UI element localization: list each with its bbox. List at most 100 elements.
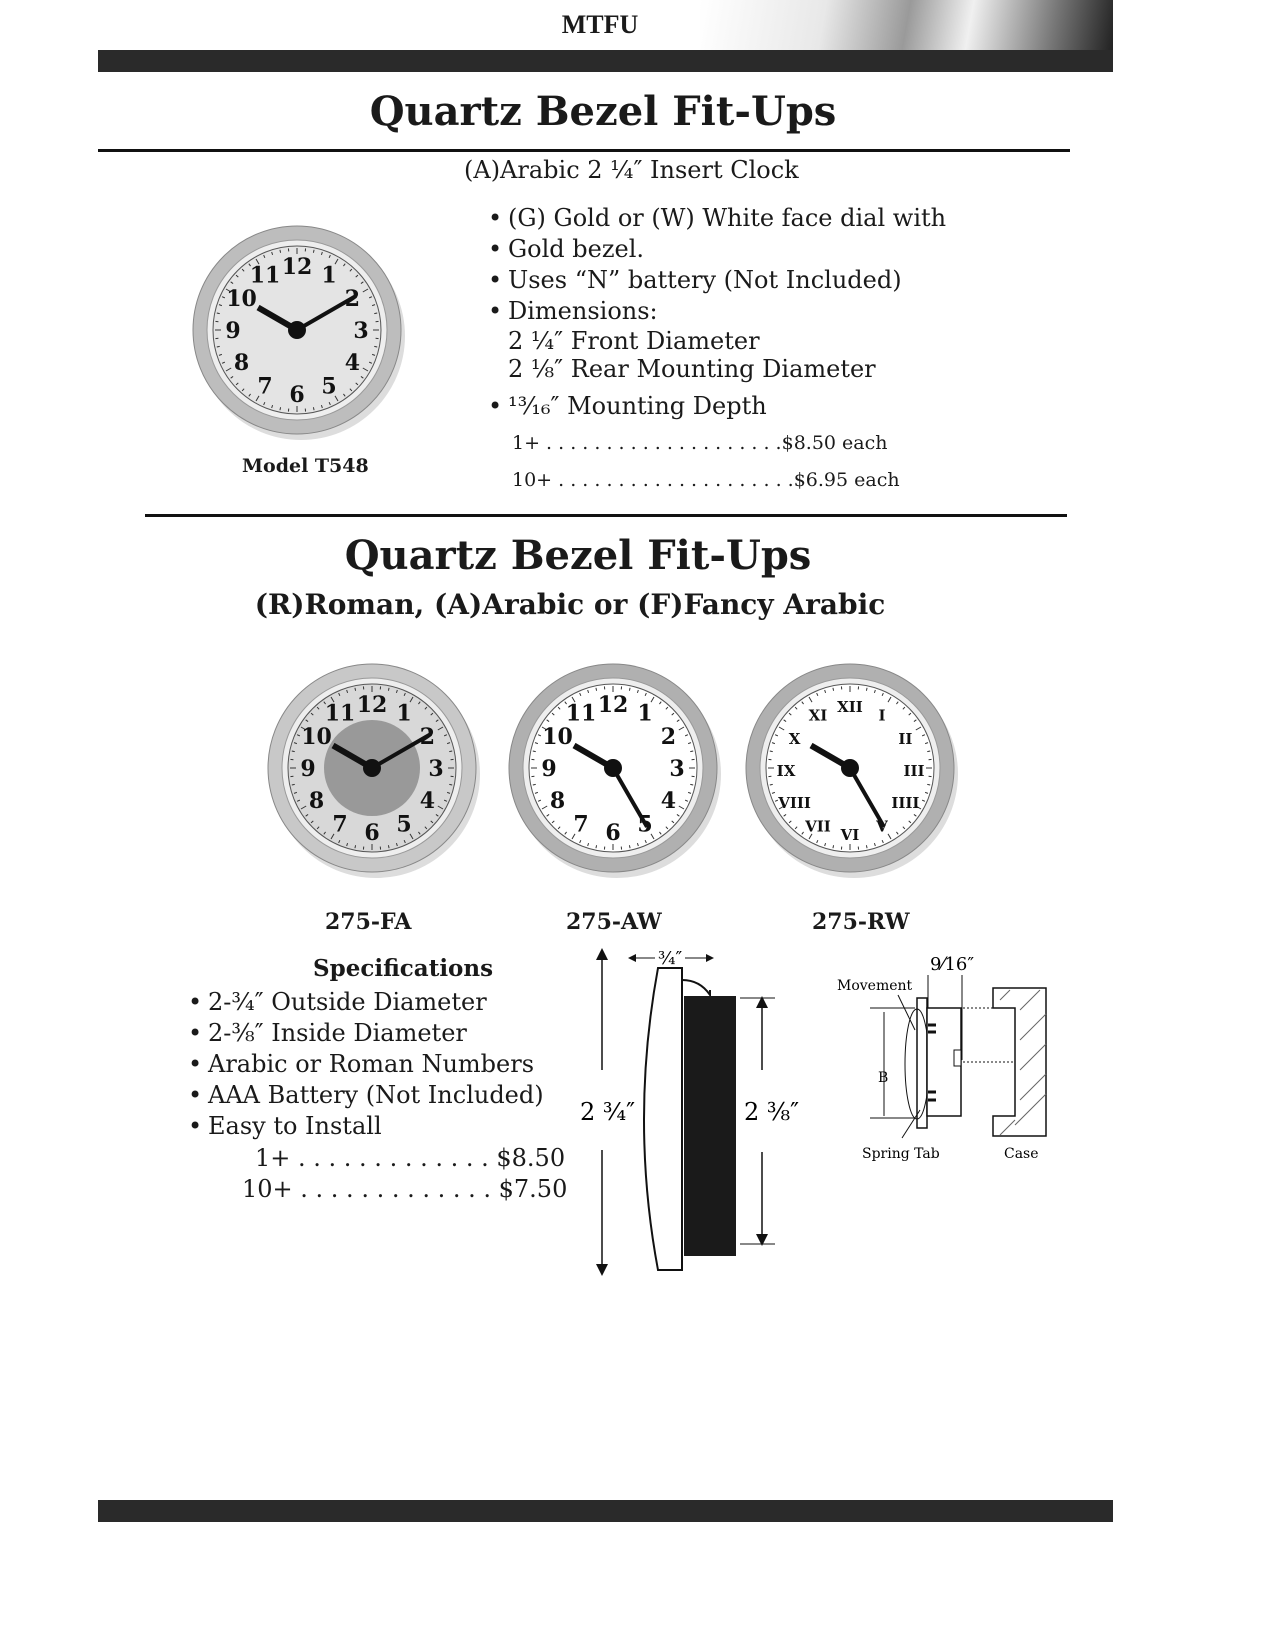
section1-subtitle: (A)Arabic 2 ¼″ Insert Clock — [464, 156, 799, 184]
clock-numeral: 6 — [605, 820, 620, 846]
movement-label: Movement — [837, 978, 913, 994]
clock-numeral: 3 — [428, 756, 443, 782]
clock-image-275-rw: XIIIIIIIIIIIIVVIVIIVIIIIXXXI — [745, 663, 958, 878]
price-qty: 1+ — [512, 432, 541, 454]
feature-item: ¹³⁄₁₆″ Mounting Depth — [488, 391, 946, 422]
clock-numeral: 10 — [226, 286, 257, 312]
divider — [98, 149, 1070, 152]
minute-hand — [370, 732, 432, 770]
clock-numeral: 1 — [321, 263, 336, 289]
brand-name: MTFU — [561, 10, 639, 39]
section2-title: Quartz Bezel Fit-Ups — [344, 532, 812, 579]
clock-numeral: VIII — [777, 794, 811, 812]
clock-numeral: 2 — [661, 724, 676, 750]
clock-numeral: 8 — [234, 350, 249, 376]
spec-item: Easy to Install — [188, 1111, 544, 1142]
clock-numeral: 8 — [550, 788, 565, 814]
model-label: 275-AW — [566, 909, 662, 935]
clock-image-275-aw: 121234567891011 — [508, 663, 721, 878]
clock-numeral: IX — [777, 762, 796, 780]
bezel-dimension-diagram: 2 ¾″ 2 ⅜″ ¾″ — [580, 948, 799, 1276]
clock-numeral: XII — [837, 698, 863, 716]
price-qty: 1+ — [255, 1144, 291, 1172]
depth-label: 9⁄16″ — [930, 954, 974, 975]
feature-item: Dimensions: — [488, 296, 946, 327]
clock-numeral: 6 — [289, 382, 304, 408]
clock-numeral: 8 — [309, 788, 324, 814]
clock-numeral: 12 — [357, 692, 388, 718]
dimension-item: 2 ⅛″ Rear Mounting Diameter — [508, 355, 876, 383]
clock-numeral: 7 — [332, 811, 347, 837]
clock-numeral: 6 — [364, 820, 379, 846]
clock-numeral: 3 — [353, 318, 368, 344]
clock-numeral: 11 — [250, 263, 281, 289]
clock-numeral: 9 — [225, 318, 240, 344]
feature-item: Gold bezel. — [488, 234, 946, 265]
clock-numeral: IIII — [891, 794, 919, 812]
clock-image-275-fa: 121234567891011 — [267, 663, 480, 878]
clock-numeral: 12 — [598, 692, 629, 718]
clock-numeral: 3 — [669, 756, 684, 782]
price-value: $8.50 each — [781, 432, 888, 454]
clock-numeral: VI — [840, 826, 860, 844]
clock-numeral: X — [789, 730, 801, 748]
feature-item: (G) Gold or (W) White face dial with — [488, 203, 946, 234]
clock-numeral: 4 — [420, 788, 435, 814]
clock-numeral: I — [878, 707, 885, 725]
clock-numeral: 5 — [396, 811, 411, 837]
feature-list: (G) Gold or (W) White face dial with Gol… — [488, 203, 946, 422]
minute-hand — [295, 294, 357, 332]
clock-numeral: 7 — [257, 373, 272, 399]
clock-numeral: 10 — [301, 724, 332, 750]
price-value: $6.95 each — [793, 469, 900, 491]
clock-numeral: 4 — [661, 788, 676, 814]
clock-numeral: 10 — [542, 724, 573, 750]
section2-subtitle: (R)Roman, (A)Arabic or (F)Fancy Arabic — [254, 588, 886, 621]
clock-numeral: 9 — [300, 756, 315, 782]
clock-numeral: 11 — [325, 701, 356, 727]
inner-diameter-label: 2 ⅜″ — [744, 1098, 799, 1126]
model-label: 275-RW — [812, 909, 910, 935]
clock-numeral: VII — [804, 817, 831, 835]
spec-item: AAA Battery (Not Included) — [188, 1080, 544, 1111]
case-label: Case — [1004, 1146, 1039, 1162]
price-row: 1+ . . . . . . . . . . . . . . . . . . .… — [512, 432, 888, 454]
clock-numeral: 1 — [637, 701, 652, 727]
spec-item: Arabic or Roman Numbers — [188, 1049, 544, 1080]
price-value: $8.50 — [496, 1144, 566, 1172]
price-dots: . . . . . . . . . . . . . — [290, 1144, 497, 1172]
minute-hand — [848, 766, 886, 828]
dimension-item: 2 ¼″ Front Diameter — [508, 327, 760, 355]
price-qty: 10+ — [242, 1175, 293, 1203]
outer-diameter-label: 2 ¾″ — [580, 1098, 635, 1126]
spring-tab-label: Spring Tab — [862, 1146, 940, 1162]
model-label: 275-FA — [325, 909, 412, 935]
header-swirl-graphic — [700, 0, 1113, 50]
price-dots: . . . . . . . . . . . . . . . . . . . . — [552, 469, 794, 491]
clock-numeral: II — [898, 730, 912, 748]
mounting-diagram: 9⁄16″ Movement B Spring Tab Case — [837, 954, 1047, 1162]
price-dots: . . . . . . . . . . . . . . . . . . . . — [540, 432, 782, 454]
price-qty: 10+ — [512, 469, 553, 491]
minute-hand — [611, 766, 649, 828]
depth-label: ¾″ — [658, 948, 682, 969]
price-row: 10+ . . . . . . . . . . . . . $7.50 — [242, 1175, 567, 1203]
header-bar — [98, 50, 1113, 72]
clock-numeral: 12 — [282, 254, 313, 280]
feature-item: Uses “N” battery (Not Included) — [488, 265, 946, 296]
clock-numeral: III — [903, 762, 924, 780]
clock-numeral: 9 — [541, 756, 556, 782]
specifications-heading: Specifications — [313, 955, 494, 982]
clock-image-t548: 121234567891011 — [192, 225, 405, 440]
divider — [145, 514, 1067, 517]
b-label: B — [878, 1070, 888, 1086]
clock-numeral: 1 — [396, 701, 411, 727]
price-row: 10+ . . . . . . . . . . . . . . . . . . … — [512, 469, 900, 491]
spec-item: 2-⅜″ Inside Diameter — [188, 1018, 544, 1049]
footer-bar — [98, 1500, 1113, 1522]
price-value: $7.50 — [498, 1175, 568, 1203]
clock-numeral: 11 — [566, 701, 597, 727]
clock-numeral: 4 — [345, 350, 360, 376]
spec-list: 2-¾″ Outside Diameter 2-⅜″ Inside Diamet… — [188, 987, 544, 1142]
clock-numeral: 5 — [321, 373, 336, 399]
